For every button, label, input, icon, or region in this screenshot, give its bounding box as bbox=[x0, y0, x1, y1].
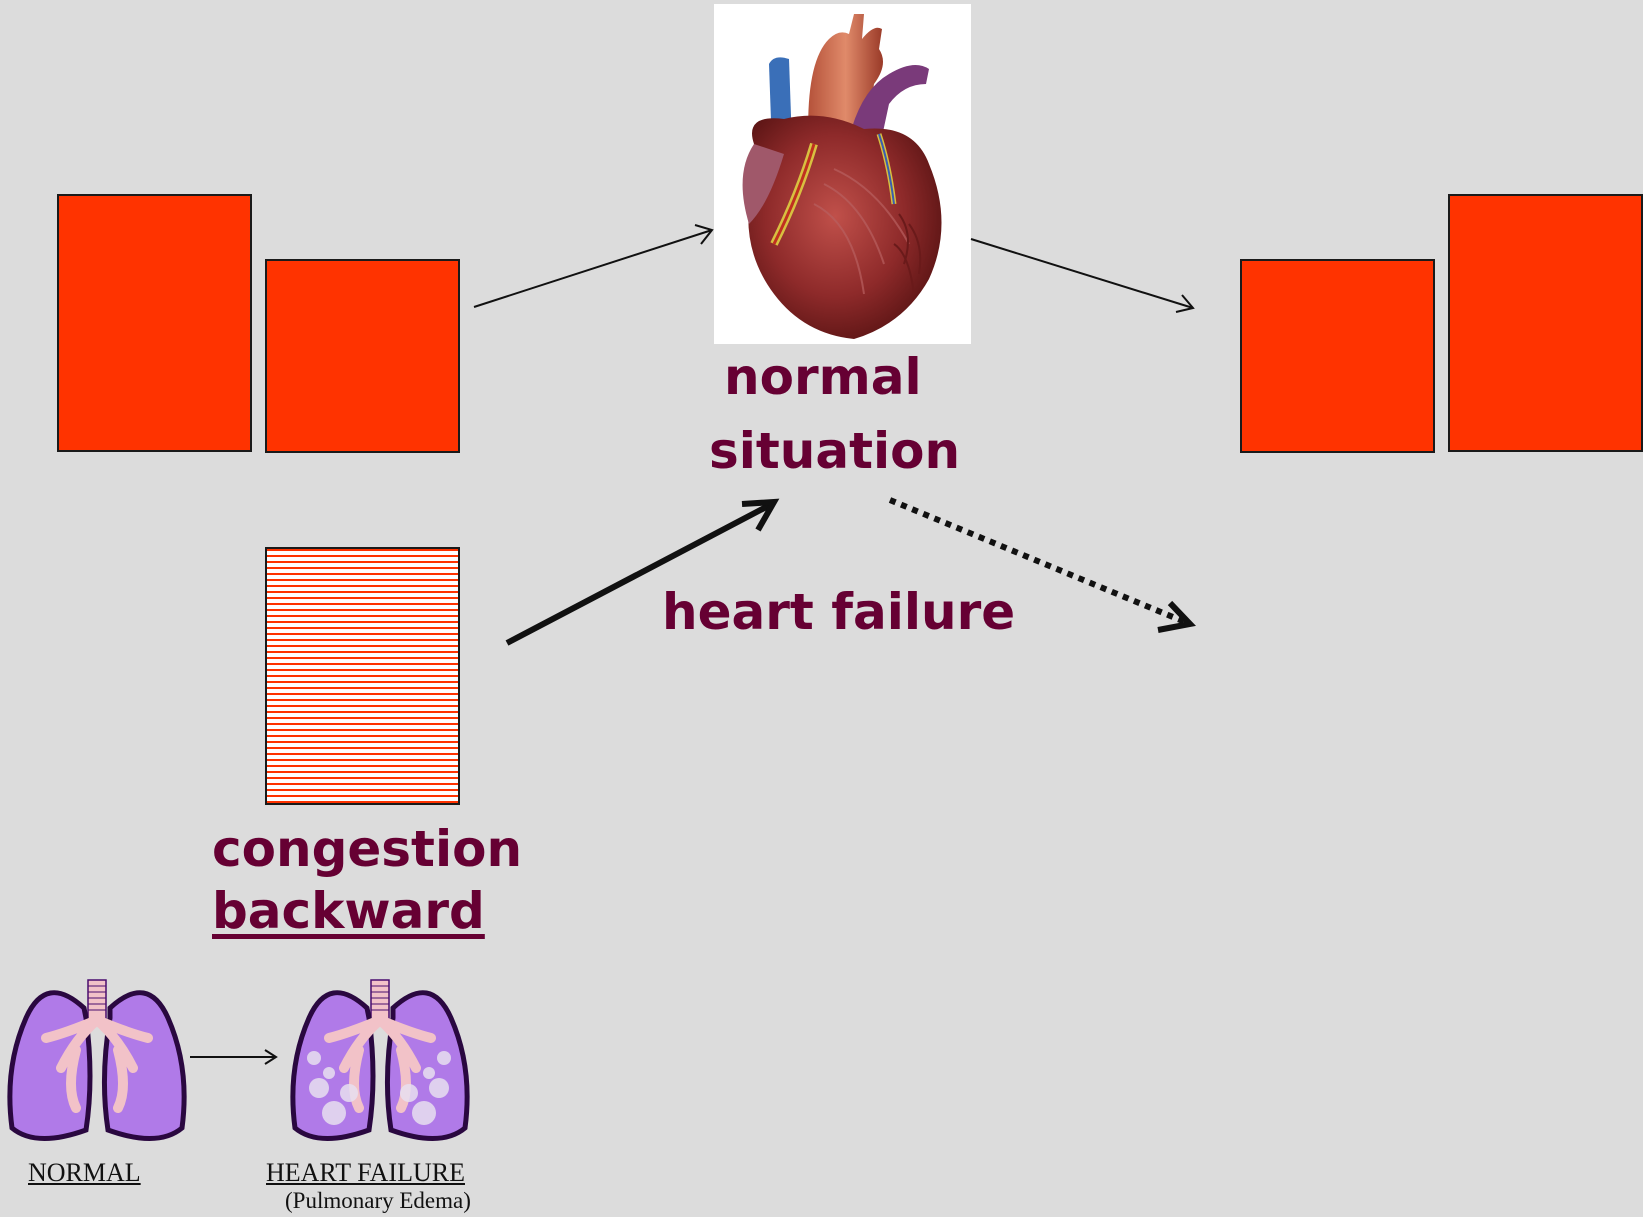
normal-situation-label-line2: situation bbox=[709, 426, 960, 476]
arrow-from-heart bbox=[971, 239, 1193, 312]
congestion-label: congestion bbox=[212, 824, 522, 874]
backward-label: backward bbox=[212, 886, 485, 936]
pulmonary-edema-caption: (Pulmonary Edema) bbox=[285, 1188, 471, 1214]
lungs-normal-icon bbox=[6, 978, 188, 1146]
arrow-lungs bbox=[190, 1050, 276, 1064]
lungs-normal-caption: NORMAL bbox=[28, 1158, 141, 1188]
lungs-edema-icon bbox=[289, 978, 471, 1146]
arrow-to-heart bbox=[474, 225, 712, 307]
lungs-heart-failure-caption: HEART FAILURE bbox=[266, 1158, 465, 1188]
heart-failure-label: heart failure bbox=[662, 587, 1015, 637]
normal-situation-label-line1: normal bbox=[724, 352, 922, 402]
